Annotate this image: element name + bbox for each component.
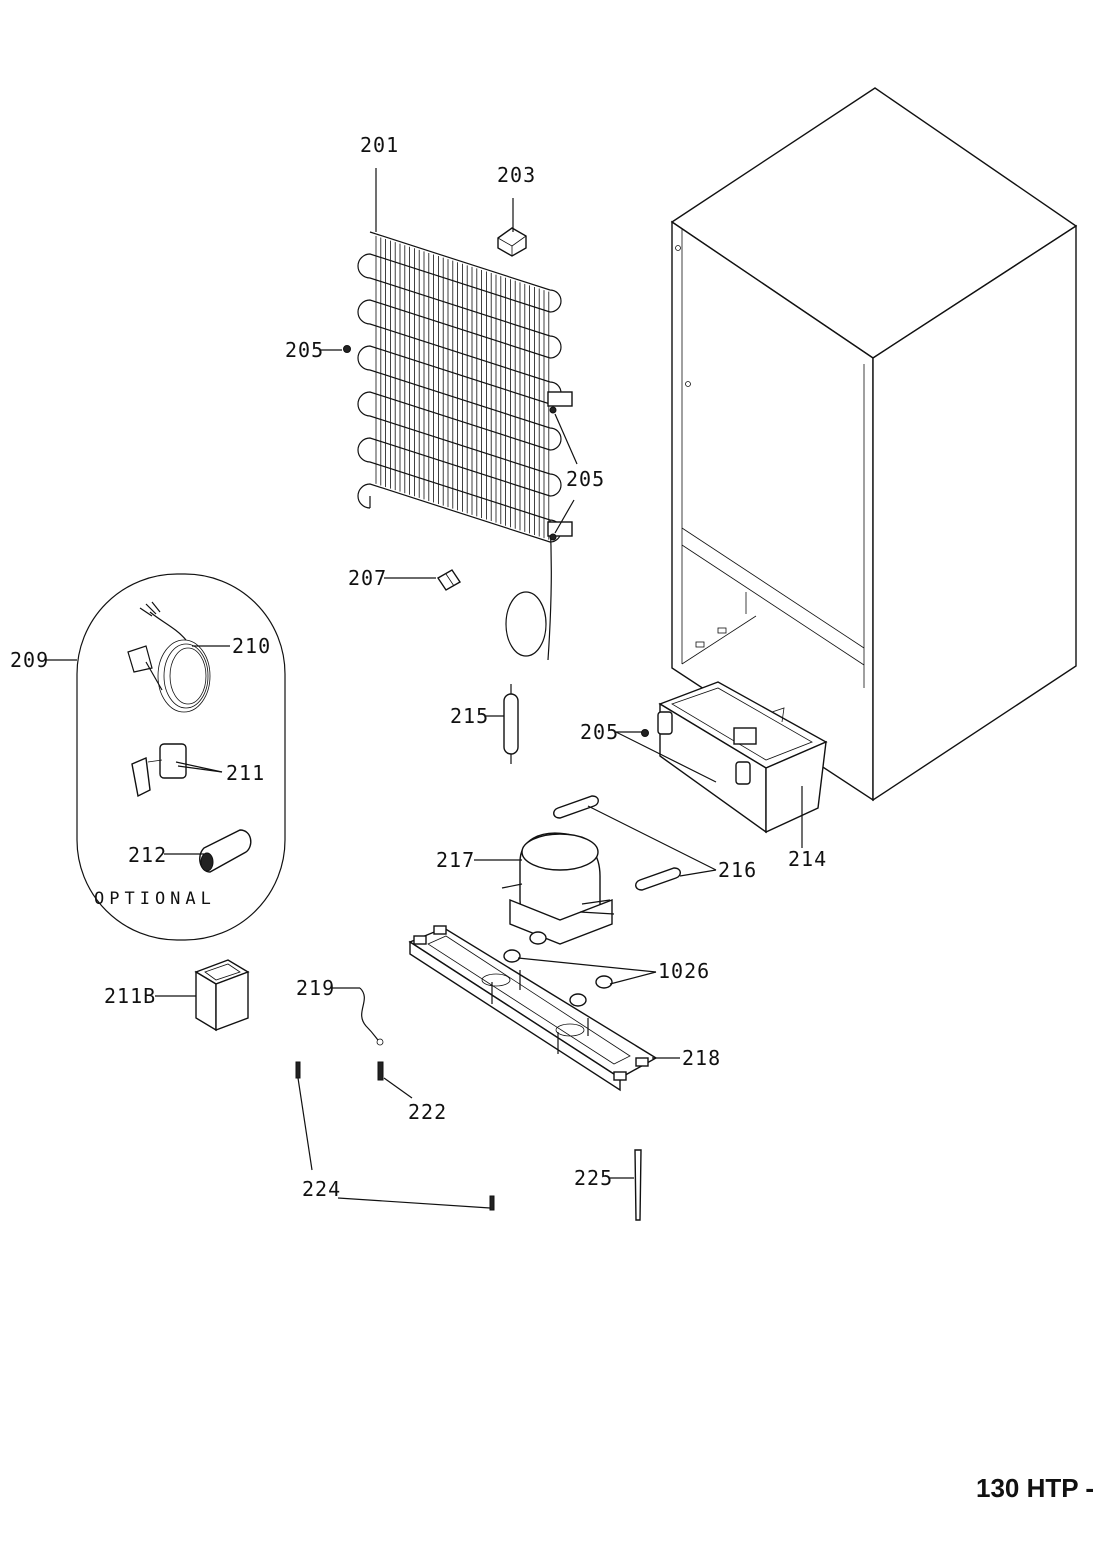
- compressor-217: [501, 832, 615, 945]
- filter-drier-215: [503, 684, 519, 764]
- label-201: 201: [360, 133, 399, 157]
- label-205-tray: 205: [580, 720, 619, 744]
- drier-207: [437, 569, 461, 591]
- optional-group-209: [76, 573, 286, 941]
- drawing-code: 130 HTP - 3: [976, 1473, 1100, 1503]
- label-207: 207: [348, 566, 387, 590]
- label-218: 218: [682, 1046, 721, 1070]
- label-219: 219: [296, 976, 335, 1000]
- box-211b: [194, 959, 250, 1032]
- label-209: 209: [10, 648, 49, 672]
- label-1026: 1026: [658, 959, 710, 983]
- label-217: 217: [436, 848, 475, 872]
- screw-222: [377, 1061, 384, 1081]
- label-225: 225: [574, 1166, 613, 1190]
- label-205-condenser: 205: [566, 467, 605, 491]
- label-205-left: 205: [285, 338, 324, 362]
- condenser-201: [357, 231, 573, 661]
- ground-wire-219: [359, 987, 384, 1046]
- base-plate-218: [408, 925, 658, 1092]
- power-cable-210: [127, 601, 211, 713]
- thermal-protector-211: [131, 743, 187, 798]
- tube-225: [634, 1149, 642, 1221]
- label-203: 203: [497, 163, 536, 187]
- label-222: 222: [408, 1100, 447, 1124]
- leader-lines: [44, 168, 803, 1209]
- condenser-tube: [357, 231, 562, 543]
- part-labels: 201 203 205 205 207 209 210 211 212 OPTI…: [10, 133, 827, 1201]
- relay-203: [497, 227, 527, 257]
- drip-tray-214: [657, 681, 828, 834]
- label-215: 215: [450, 704, 489, 728]
- clip-216: [553, 795, 681, 891]
- label-214: 214: [788, 847, 827, 871]
- label-211: 211: [226, 761, 265, 785]
- capacitor-212: [199, 829, 252, 873]
- cabinet: [670, 87, 1078, 802]
- label-optional: OPTIONAL: [94, 889, 216, 909]
- grommet-1026: [503, 931, 613, 1007]
- label-212: 212: [128, 843, 167, 867]
- label-216: 216: [718, 858, 757, 882]
- label-211b: 211B: [104, 984, 156, 1008]
- label-210: 210: [232, 634, 271, 658]
- label-224: 224: [302, 1177, 341, 1201]
